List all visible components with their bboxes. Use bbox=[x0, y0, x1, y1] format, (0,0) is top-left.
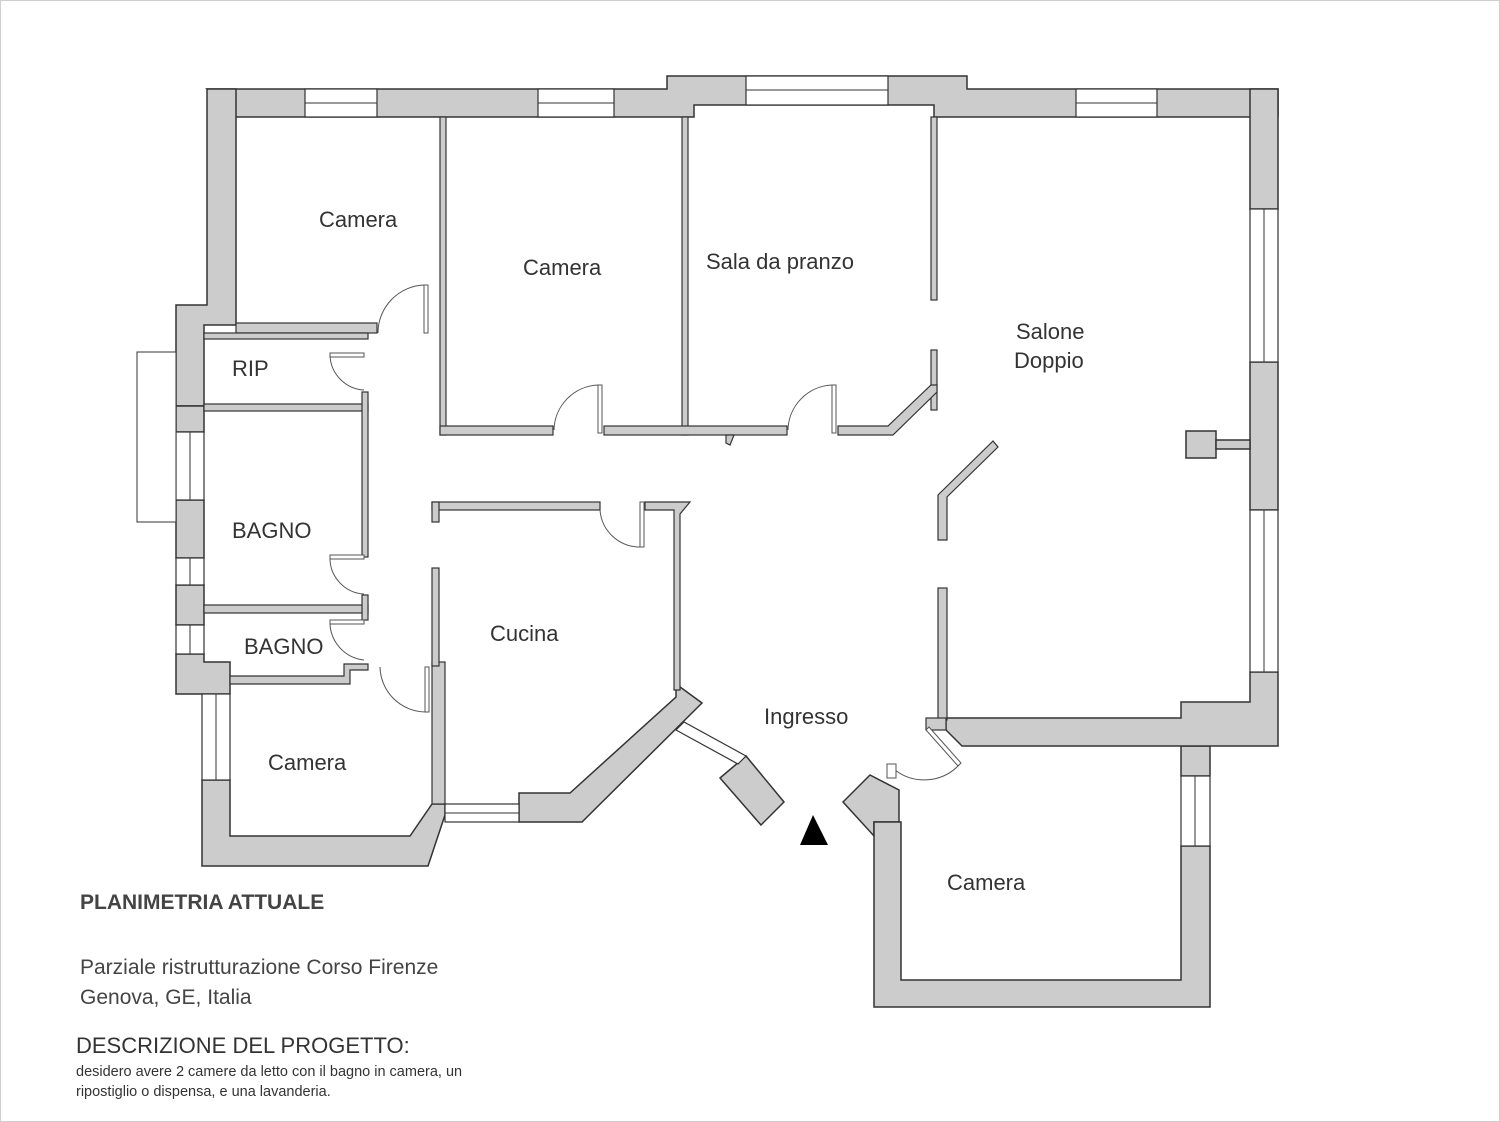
wall-bagno-divider bbox=[203, 604, 369, 614]
wall-bagno-right bbox=[361, 391, 369, 558]
label-bagno-1: BAGNO bbox=[232, 518, 311, 543]
wall-rip-bottom bbox=[203, 403, 369, 412]
wall-ingresso-stub bbox=[925, 717, 947, 731]
wall-cucina-top bbox=[431, 501, 601, 511]
wall-cucina-right bbox=[644, 501, 692, 691]
wall-bottom-left-room bbox=[201, 779, 446, 867]
room-labels: Camera Camera Sala da pranzo Salone Dopp… bbox=[232, 207, 1085, 895]
description-line-1: desidero avere 2 camere da letto con il … bbox=[76, 1064, 463, 1080]
wall-salone-lower bbox=[937, 587, 948, 721]
balcony bbox=[136, 351, 177, 523]
label-cucina: Cucina bbox=[490, 621, 559, 646]
wall-camera-bottom-right bbox=[873, 821, 1211, 1008]
wall-right-3 bbox=[945, 671, 1279, 747]
door-bagno-2 bbox=[329, 619, 365, 661]
fireplace bbox=[1185, 430, 1217, 459]
door-camera-top-left bbox=[377, 284, 429, 334]
description-title: DESCRIZIONE DEL PROGETTO: bbox=[76, 1033, 410, 1058]
wall-rip-top bbox=[203, 332, 369, 340]
wall-left-mid-1 bbox=[175, 405, 205, 433]
label-ingresso: Ingresso bbox=[764, 704, 848, 729]
doors bbox=[329, 284, 962, 781]
door-camera-bottom-left bbox=[379, 666, 430, 713]
wall-left-lower bbox=[175, 653, 231, 695]
wall-left-mid-2 bbox=[175, 499, 205, 559]
wall-camera-br-top bbox=[1180, 745, 1211, 777]
interior-walls bbox=[203, 116, 999, 805]
exterior-walls bbox=[175, 75, 1279, 1008]
door-rip bbox=[329, 352, 365, 391]
fireplace-flue bbox=[1215, 439, 1251, 450]
wall-camera-bl-right bbox=[431, 661, 446, 805]
wall-bagno2-bottom bbox=[229, 663, 369, 685]
wall-bagno-right-2 bbox=[361, 594, 369, 621]
label-rip: RIP bbox=[232, 356, 269, 381]
wall-sala-divider bbox=[681, 116, 689, 436]
subtitle-line-2: Genova, GE, Italia bbox=[80, 986, 252, 1009]
wall-corridor-nub bbox=[725, 434, 735, 446]
door-bagno-1 bbox=[329, 554, 365, 595]
label-salone-line2: Doppio bbox=[1014, 348, 1084, 373]
door-sala bbox=[787, 384, 837, 434]
label-sala-da-pranzo: Sala da pranzo bbox=[706, 249, 854, 274]
wall-salone-divider-2 bbox=[930, 349, 938, 411]
label-camera-bottom-right: Camera bbox=[947, 870, 1026, 895]
label-salone-line1: Salone bbox=[1016, 319, 1085, 344]
entrance-arrow-icon bbox=[800, 815, 828, 845]
subtitle-line-1: Parziale ristrutturazione Corso Firenze bbox=[80, 956, 439, 979]
wall-entry-block-left bbox=[718, 754, 786, 827]
wall-cucina-left bbox=[431, 567, 440, 667]
label-bagno-2: BAGNO bbox=[244, 634, 323, 659]
wall-left-mid-3 bbox=[175, 584, 205, 626]
wall-right-1 bbox=[1249, 88, 1279, 210]
wall-camera-divider bbox=[439, 116, 447, 436]
wall-kitchen-diagonal bbox=[518, 682, 704, 823]
wall-salone-divider bbox=[930, 116, 938, 301]
wall-camera-bottom bbox=[235, 322, 378, 334]
entry-canopy bbox=[675, 721, 747, 765]
description-line-2: ripostiglio o dispensa, e una lavanderia… bbox=[76, 1084, 331, 1100]
label-camera-bottom-left: Camera bbox=[268, 750, 347, 775]
label-camera-top-mid: Camera bbox=[523, 255, 602, 280]
windows bbox=[136, 75, 1279, 847]
door-camera-bottom-right bbox=[886, 726, 962, 781]
plan-title: PLANIMETRIA ATTUALE bbox=[80, 891, 325, 914]
plan-subtitle: Parziale ristrutturazione Corso Firenze … bbox=[80, 953, 438, 1013]
wall-salone-diagonal bbox=[937, 440, 999, 541]
wall-right-2 bbox=[1249, 361, 1279, 511]
wall-corridor-1 bbox=[439, 425, 554, 436]
door-cucina bbox=[599, 501, 645, 548]
wall-corridor-2 bbox=[603, 425, 788, 436]
wall-left-upper bbox=[175, 88, 237, 407]
label-camera-top-left: Camera bbox=[319, 207, 398, 232]
description-body: desidero avere 2 camere da letto con il … bbox=[76, 1062, 516, 1102]
wall-cucina-top-stub bbox=[431, 501, 440, 523]
door-camera-top-mid bbox=[553, 384, 603, 434]
wall-sala-diagonal bbox=[837, 384, 938, 436]
